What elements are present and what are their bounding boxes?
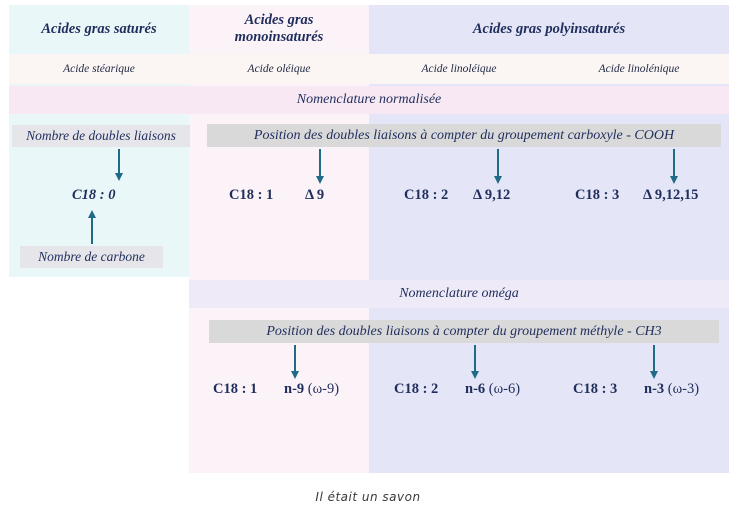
omega-linoleic-w-value: (ω-6) — [485, 381, 521, 397]
header-mono: Acides gras monoinsaturés — [189, 5, 369, 53]
methyl-position-label: Position des doubles liaisons à compter … — [209, 320, 719, 343]
omega-oleic-n: n-9 (ω-9) — [284, 381, 339, 398]
acid-linolenic: Acide linolénique — [598, 63, 680, 75]
header-saturated-text: Acides gras saturés — [41, 20, 157, 37]
header-mono-line2: monoinsaturés — [234, 29, 324, 45]
linoleic-delta: Δ 9,12 — [473, 187, 511, 203]
omega-oleic-w-value: (ω-9) — [304, 381, 340, 397]
normalized-nomenclature-title: Nomenclature normalisée — [9, 86, 729, 114]
oleic-delta: Δ 9 — [305, 187, 325, 203]
omega-linoleic-n: n-6 (ω-6) — [465, 381, 520, 398]
header-poly: Acides gras polyinsaturés — [369, 5, 729, 53]
omega-linolenic-formula: C18 : 3 — [573, 381, 618, 397]
acid-stearic: Acide stéarique — [63, 63, 135, 75]
omega-linolenic-n: n-3 (ω-3) — [644, 381, 699, 398]
linolenic-delta: Δ 9,12,15 — [643, 187, 699, 203]
acid-oleic: Acide oléique — [247, 63, 311, 75]
double-bonds-count-label: Nombre de doubles liaisons — [12, 125, 190, 147]
oleic-formula: C18 : 1 — [229, 187, 274, 203]
footer-signature: Il était un savon — [315, 490, 421, 504]
omega-linoleic-formula: C18 : 2 — [394, 381, 439, 397]
acid-linoleic: Acide linoléique — [421, 63, 497, 75]
linolenic-formula: C18 : 3 — [575, 187, 620, 203]
omega-linoleic-n-value: n-6 — [465, 381, 486, 397]
header-mono-line1: Acides gras — [244, 12, 314, 28]
omega-nomenclature-title: Nomenclature oméga — [189, 280, 729, 308]
acid-names-row — [9, 54, 729, 84]
header-poly-text: Acides gras polyinsaturés — [472, 20, 626, 37]
omega-linolenic-w-value: (ω-3) — [664, 381, 700, 397]
carboxyl-position-label: Position des doubles liaisons à compter … — [207, 124, 721, 147]
stearic-formula: C18 : 0 — [72, 187, 116, 203]
carbon-count-label: Nombre de carbone — [20, 246, 163, 268]
omega-linolenic-n-value: n-3 — [644, 381, 665, 397]
omega-oleic-formula: C18 : 1 — [213, 381, 258, 397]
header-saturated: Acides gras saturés — [9, 5, 189, 53]
omega-oleic-n-value: n-9 — [284, 381, 305, 397]
linoleic-formula: C18 : 2 — [404, 187, 449, 203]
